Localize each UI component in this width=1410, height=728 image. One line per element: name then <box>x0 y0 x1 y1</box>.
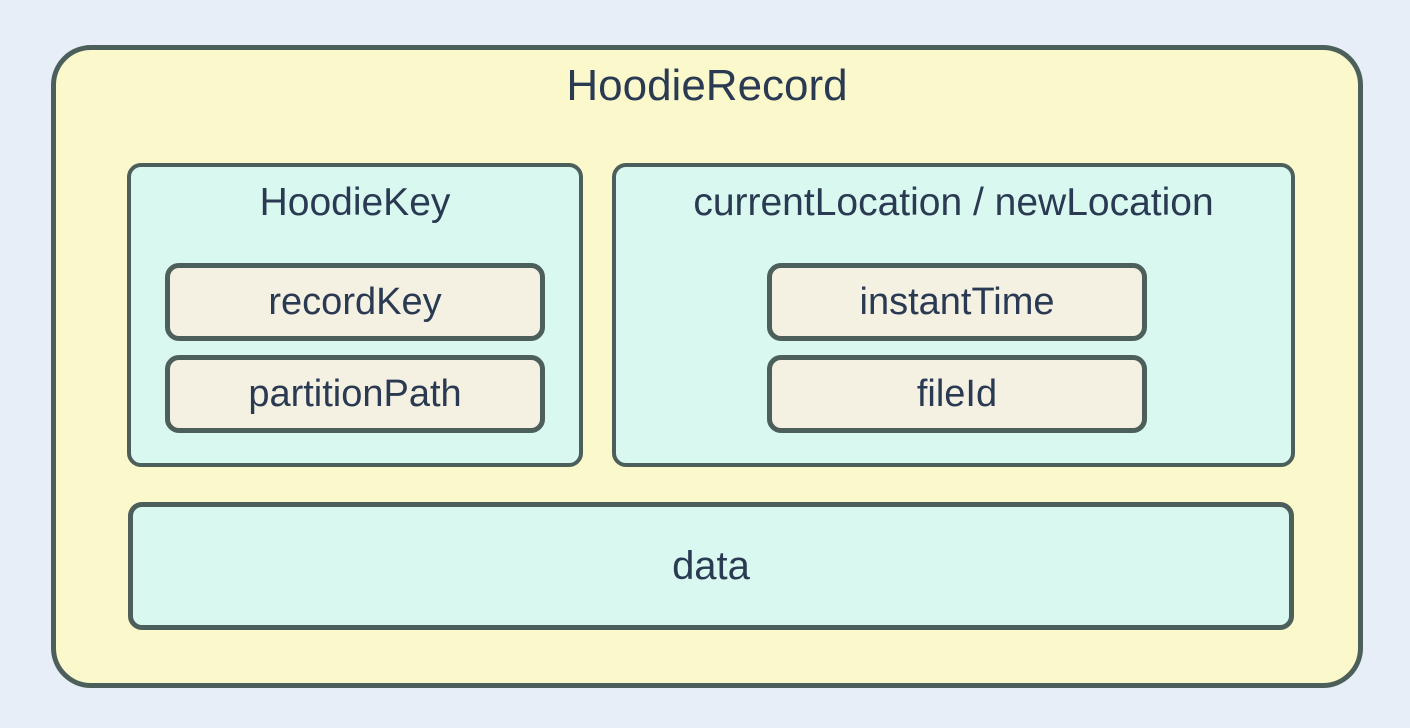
hoodie-key-title: HoodieKey <box>259 181 451 224</box>
field-record-key: recordKey <box>165 263 545 341</box>
hoodie-record-box: HoodieRecord HoodieKey recordKey partiti… <box>51 45 1363 688</box>
data-field-box: data <box>128 502 1294 630</box>
location-box: currentLocation / newLocation instantTim… <box>612 163 1295 467</box>
hoodie-record-title: HoodieRecord <box>566 61 848 110</box>
hoodie-key-box: HoodieKey recordKey partitionPath <box>127 163 583 467</box>
field-partition-path: partitionPath <box>165 355 545 433</box>
field-file-id: fileId <box>767 355 1147 433</box>
field-instant-time: instantTime <box>767 263 1147 341</box>
location-title: currentLocation / newLocation <box>693 181 1214 224</box>
